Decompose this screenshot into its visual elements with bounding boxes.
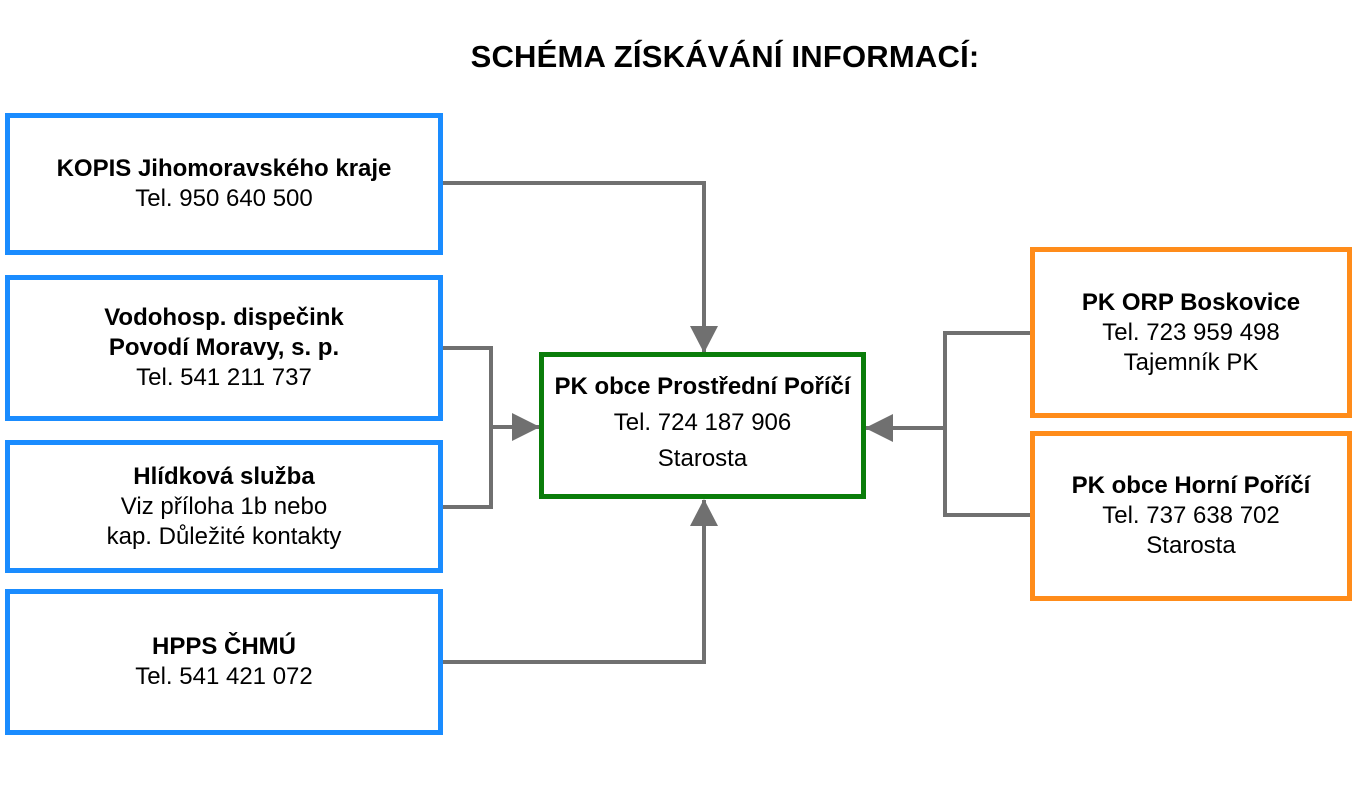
connector-peers xyxy=(943,331,1030,517)
source-box-vodohosp: Vodohosp. dispečink Povodí Moravy, s. p.… xyxy=(5,275,443,421)
source-phone: Tel. 541 211 737 xyxy=(136,364,312,391)
peer-name: PK ORP Boskovice xyxy=(1081,288,1301,316)
source-phone: Tel. 541 421 072 xyxy=(135,663,313,690)
source-box-hlidkova-sluzba: Hlídková služba Viz příloha 1b nebo kap.… xyxy=(5,440,443,573)
peer-phone: Tel. 723 959 498 xyxy=(1102,318,1280,346)
peer-phone: Tel. 737 638 702 xyxy=(1102,502,1280,529)
arrowhead-bottom xyxy=(690,499,718,526)
source-name: HPPS ČHMÚ xyxy=(151,633,296,660)
source-box-kopis: KOPIS Jihomoravského kraje Tel. 950 640 … xyxy=(5,113,443,255)
connector-vodo-hlid xyxy=(443,346,493,509)
diagram-title: SCHÉMA ZÍSKÁVÁNÍ INFORMACÍ: xyxy=(470,39,980,74)
peer-box-horni-porici: PK obce Horní Poříčí Tel. 737 638 702 St… xyxy=(1030,431,1352,601)
arrowhead-left xyxy=(512,413,540,441)
peer-role: Starosta xyxy=(1146,532,1236,559)
source-note-line1: Viz příloha 1b nebo xyxy=(120,492,328,520)
peer-role: Tajemník PK xyxy=(1123,348,1259,376)
connector-kopis xyxy=(443,181,706,352)
center-role: Starosta xyxy=(657,444,748,472)
source-note-line2: kap. Důležité kontakty xyxy=(106,522,342,550)
source-phone: Tel. 950 640 500 xyxy=(135,185,313,212)
source-name: KOPIS Jihomoravského kraje xyxy=(56,155,392,182)
source-name: Hlídková služba xyxy=(133,462,315,490)
source-name-line2: Povodí Moravy, s. p. xyxy=(108,334,340,361)
source-name: Vodohosp. dispečink xyxy=(104,304,344,331)
arrowhead-top xyxy=(690,326,718,353)
connector-hpps xyxy=(443,500,706,664)
center-box-pk-prostredni-porici: PK obce Prostřední Poříčí Tel. 724 187 9… xyxy=(539,352,866,499)
source-box-hpps: HPPS ČHMÚ Tel. 541 421 072 xyxy=(5,589,443,735)
arrowhead-right xyxy=(865,414,893,442)
center-name: PK obce Prostřední Poříčí xyxy=(554,372,851,400)
peer-box-orp-boskovice: PK ORP Boskovice Tel. 723 959 498 Tajemn… xyxy=(1030,247,1352,418)
peer-name: PK obce Horní Poříčí xyxy=(1071,472,1311,499)
center-phone: Tel. 724 187 906 xyxy=(613,408,792,436)
